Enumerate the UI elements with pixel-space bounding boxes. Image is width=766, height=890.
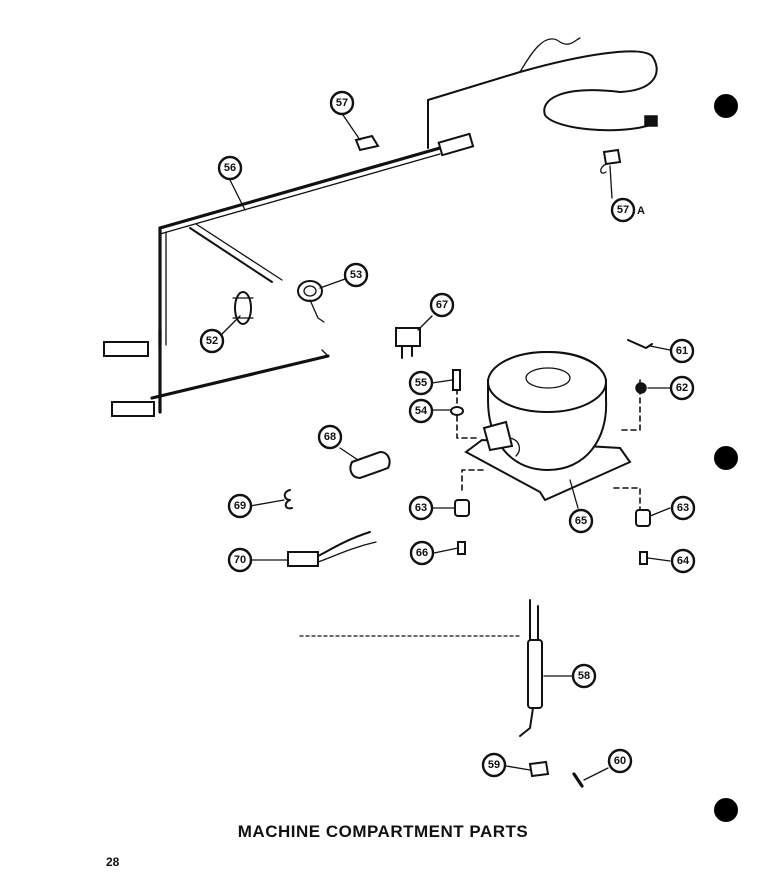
callout-63-right: 63	[670, 495, 696, 521]
compressor	[464, 350, 632, 502]
cold-control	[297, 280, 325, 323]
grommet-left	[454, 499, 470, 517]
screw-60	[572, 772, 584, 788]
capacitor	[349, 450, 391, 480]
leader-lines	[221, 114, 671, 781]
callout-57: 57	[329, 90, 355, 116]
harness-plug-left-bottom	[111, 401, 155, 417]
svg-text:63: 63	[415, 502, 427, 514]
callout-70: 70	[227, 547, 253, 573]
callout-59: 59	[481, 752, 507, 778]
clip-61	[627, 339, 653, 349]
callout-66: 66	[409, 540, 435, 566]
binder-hole-middle	[714, 446, 738, 470]
binder-hole-bottom	[714, 798, 738, 822]
callout-62: 62	[669, 375, 695, 401]
callout-68: 68	[317, 424, 343, 450]
callout-64: 64	[670, 548, 696, 574]
svg-text:58: 58	[578, 670, 590, 682]
svg-text:63: 63	[677, 502, 689, 514]
svg-text:56: 56	[224, 162, 236, 174]
callout-57a-suffix: A	[637, 205, 645, 217]
clip-57a	[600, 148, 622, 174]
callout-61: 61	[669, 338, 695, 364]
spring-clip	[283, 489, 293, 510]
svg-text:59: 59	[488, 759, 500, 771]
callout-57a: 57	[610, 197, 636, 223]
sleeve-left	[457, 541, 466, 555]
callout-53: 53	[343, 262, 369, 288]
clip-57	[354, 134, 380, 152]
svg-text:60: 60	[614, 755, 626, 767]
callout-60: 60	[607, 748, 633, 774]
svg-text:65: 65	[575, 515, 587, 527]
svg-text:69: 69	[234, 500, 246, 512]
svg-text:64: 64	[677, 555, 690, 567]
svg-text:57: 57	[336, 97, 348, 109]
grommet-right	[635, 509, 651, 527]
harness-plug-left-top	[103, 341, 149, 357]
harness-plug-70	[287, 531, 377, 567]
washer-54	[450, 406, 464, 416]
page-title: MACHINE COMPARTMENT PARTS	[237, 822, 529, 841]
relay	[395, 327, 421, 359]
svg-text:61: 61	[676, 345, 688, 357]
page-number: 28	[106, 855, 120, 869]
svg-text:55: 55	[415, 377, 427, 389]
harness-plug-upper	[437, 132, 475, 157]
callout-69: 69	[227, 493, 253, 519]
terminal-52	[232, 291, 254, 325]
callout-54: 54	[408, 398, 434, 424]
wiring-harness	[103, 37, 658, 417]
svg-text:52: 52	[206, 335, 218, 347]
callout-67: 67	[429, 292, 455, 318]
probe-58	[299, 599, 543, 737]
mounting-guide-lines	[456, 379, 641, 513]
callout-55: 55	[408, 370, 434, 396]
binder-hole-top	[714, 94, 738, 118]
svg-text:53: 53	[350, 269, 362, 281]
washer-62	[635, 382, 647, 394]
callout-52: 52	[199, 328, 225, 354]
svg-text:54: 54	[415, 405, 428, 417]
harness-end-plug	[644, 115, 658, 127]
svg-text:57: 57	[617, 204, 629, 216]
bolt-55	[452, 369, 461, 391]
svg-text:66: 66	[416, 547, 428, 559]
svg-text:62: 62	[676, 382, 688, 394]
callout-63-left: 63	[408, 495, 434, 521]
sleeve-right	[639, 551, 648, 565]
callout-58: 58	[571, 663, 597, 689]
svg-text:70: 70	[234, 554, 246, 566]
svg-text:68: 68	[324, 431, 336, 443]
callout-65: 65	[568, 508, 594, 534]
nut-59	[528, 760, 550, 778]
svg-text:67: 67	[436, 299, 448, 311]
callout-56: 56	[217, 155, 243, 181]
